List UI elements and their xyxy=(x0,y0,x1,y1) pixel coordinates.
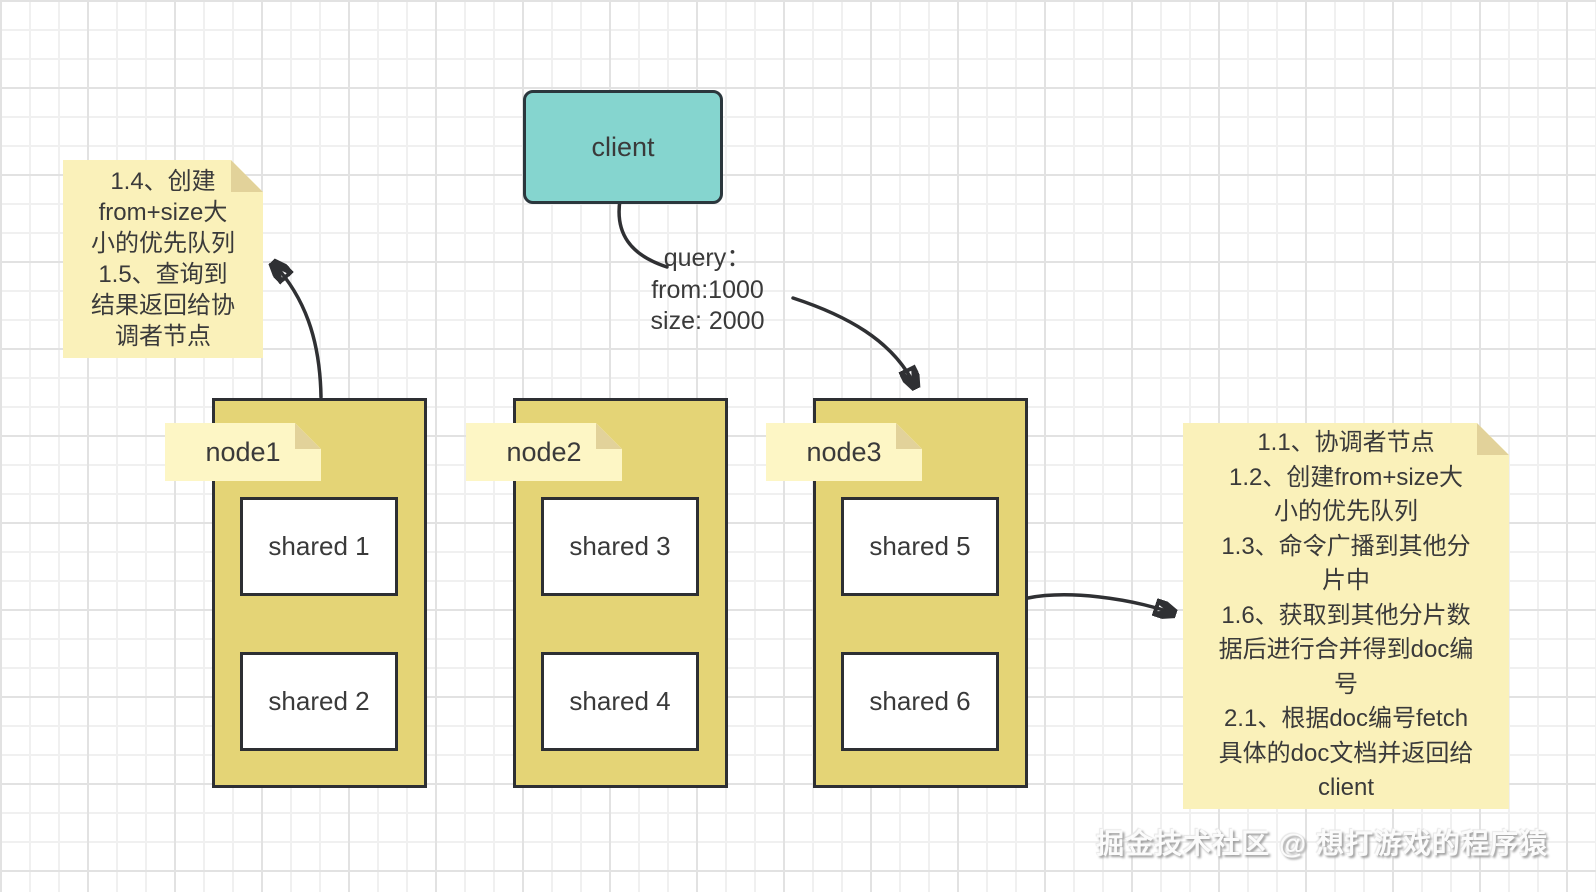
note-line: 小的优先队列 xyxy=(91,230,235,257)
note-line: 号 xyxy=(1334,670,1358,698)
shard-box-shared-6: shared 6 xyxy=(841,652,999,751)
shard-box-shared-5: shared 5 xyxy=(841,497,999,596)
note-line: 1.3、命令广播到其他分 xyxy=(1221,532,1471,560)
node2-label: node2 xyxy=(466,423,622,481)
note-line: 1.2、创建from+size大 xyxy=(1228,463,1464,491)
arrow-node3-to-right-note xyxy=(1026,593,1173,613)
note-line: 结果返回给协 xyxy=(91,292,235,319)
node3-box: node3 shared 5 shared 6 xyxy=(813,398,1028,788)
shard-box-shared-2: shared 2 xyxy=(240,652,398,751)
shard-label: shared 2 xyxy=(268,686,370,716)
client-label: client xyxy=(591,131,655,162)
label-fold-corner xyxy=(896,423,922,449)
shard-box-shared-3: shared 3 xyxy=(541,497,699,596)
node-label-text: node2 xyxy=(506,436,582,467)
connector-client-to-query xyxy=(617,198,669,269)
shard-label: shared 5 xyxy=(869,531,971,561)
note-line: from+size大 xyxy=(98,199,228,226)
note-line: 1.6、获取到其他分片数 xyxy=(1221,601,1471,629)
query-line: query： xyxy=(663,244,752,272)
note-line: client xyxy=(1317,774,1375,802)
shard-label: shared 3 xyxy=(569,531,671,561)
sticky-note-left: 1.4、创建 from+size大 小的优先队列 1.5、查询到 结果返回给协 … xyxy=(63,160,263,358)
note-line: 1.1、协调者节点 xyxy=(1257,429,1435,457)
shard-label: shared 1 xyxy=(268,531,370,561)
arrow-query-to-node3 xyxy=(791,296,915,386)
note-line: 具体的doc文档并返回给 xyxy=(1218,739,1474,767)
note-line: 2.1、根据doc编号fetch xyxy=(1223,705,1469,733)
node-label-text: node3 xyxy=(806,436,882,467)
arrow-node1-to-left-note xyxy=(274,264,323,399)
node3-label: node3 xyxy=(766,423,922,481)
label-fold-corner xyxy=(295,423,321,449)
note-line: 据后进行合并得到doc编 xyxy=(1218,636,1474,664)
query-line: from:1000 xyxy=(651,275,764,304)
note-line: 小的优先队列 xyxy=(1274,498,1418,526)
watermark-text: 掘金技术社区 @ 想打游戏的程序猿 xyxy=(1096,828,1548,859)
node1-box: node1 shared 1 shared 2 xyxy=(212,398,427,788)
shard-box-shared-1: shared 1 xyxy=(240,497,398,596)
shard-box-shared-4: shared 4 xyxy=(541,652,699,751)
shard-label: shared 6 xyxy=(869,686,971,716)
note-line: 1.5、查询到 xyxy=(98,261,228,288)
shard-label: shared 4 xyxy=(569,686,671,716)
client-box: client xyxy=(523,90,723,204)
query-line: size: 2000 xyxy=(650,307,765,335)
note-line: 调者节点 xyxy=(115,323,211,350)
query-annotation: query： from:1000 size: 2000 xyxy=(615,243,800,338)
node-label-text: node1 xyxy=(205,436,281,467)
node1-label: node1 xyxy=(165,423,321,481)
node2-box: node2 shared 3 shared 4 xyxy=(513,398,728,788)
note-line: 片中 xyxy=(1322,567,1370,595)
sticky-note-right: 1.1、协调者节点 1.2、创建from+size大 小的优先队列 1.3、命令… xyxy=(1183,423,1509,809)
label-fold-corner xyxy=(596,423,622,449)
note-line: 1.4、创建 xyxy=(110,168,216,195)
